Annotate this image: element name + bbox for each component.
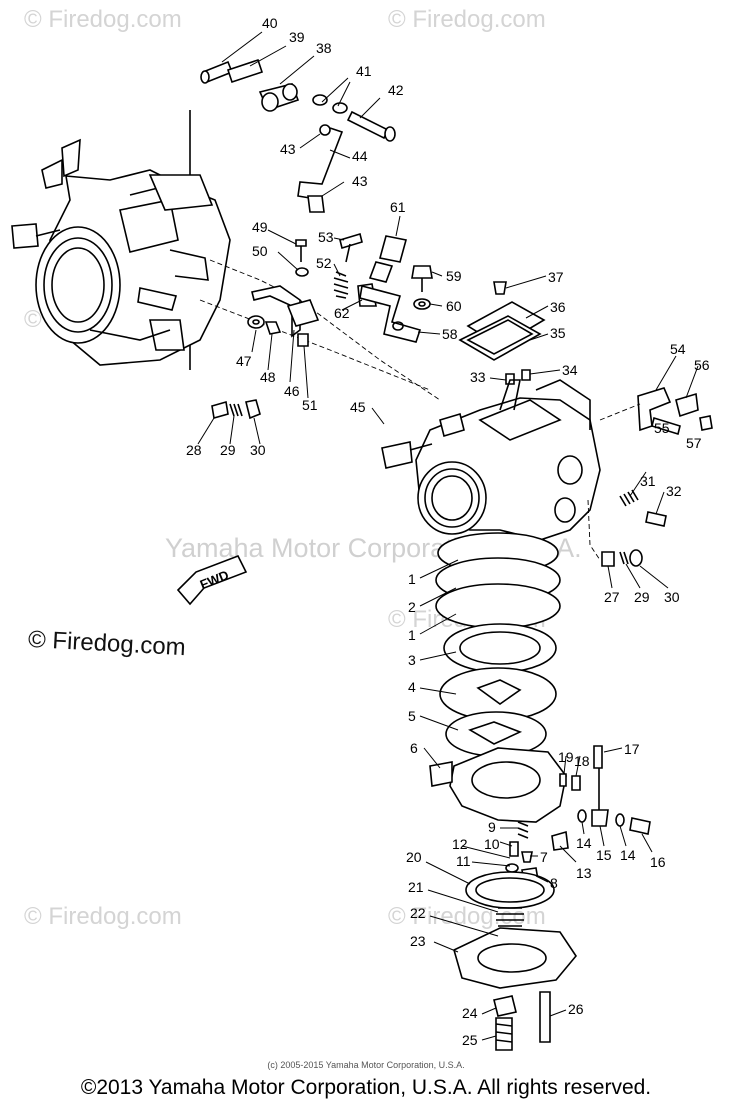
callout-33: 33 [470,369,486,385]
callout-2: 2 [408,599,416,615]
callout-25: 25 [462,1032,478,1048]
callout-labels: 40 39 38 41 42 43 44 43 49 50 53 52 61 5… [186,15,710,1048]
callout-31: 31 [640,473,656,489]
callout-32: 32 [666,483,682,499]
callout-35: 35 [550,325,566,341]
callout-11: 11 [456,853,471,869]
callout-44: 44 [352,148,368,164]
callout-58: 58 [442,326,458,342]
callout-8: 8 [550,875,558,891]
callout-23: 23 [410,933,426,949]
callout-56: 56 [694,357,710,373]
callout-24: 24 [462,1005,478,1021]
callout-10: 10 [484,836,500,852]
callout-60: 60 [446,298,462,314]
linkage-rod-assembly [200,58,396,213]
callout-30-right: 30 [664,589,680,605]
lower-diaphragm-cover [453,871,577,1051]
callout-46: 46 [284,383,300,399]
fine-print-copyright: (c) 2005-2015 Yamaha Motor Corporation, … [267,1060,465,1070]
callout-16: 16 [650,854,666,870]
callout-55: 55 [654,420,670,436]
callout-19: 19 [558,749,574,765]
callout-59: 59 [446,268,462,284]
callout-36: 36 [550,299,566,315]
callout-29-right: 29 [634,589,650,605]
callout-14-right: 14 [620,847,636,863]
callout-22: 22 [410,905,426,921]
callout-29-left: 29 [220,442,236,458]
callout-30-left: 30 [250,442,266,458]
carburetor-main-body [381,379,601,561]
callout-37: 37 [548,269,564,285]
callout-3: 3 [408,652,416,668]
fwd-arrow: FWD [176,554,248,606]
side-parts-right [599,387,713,567]
callout-38: 38 [316,40,332,56]
top-cover-parts [458,281,546,385]
callout-15: 15 [596,847,612,863]
callout-57: 57 [686,435,702,451]
callout-41: 41 [356,63,372,79]
callout-43-upper: 43 [280,141,296,157]
callout-52: 52 [316,255,332,271]
callout-53: 53 [318,229,334,245]
callout-17: 17 [624,741,640,757]
callout-18: 18 [574,753,590,769]
watermark-bottom-left: © Firedog.com [24,903,182,930]
callout-61: 61 [390,199,406,215]
callout-14-left: 14 [576,835,592,851]
callout-42: 42 [388,82,404,98]
watermark-top-right: © Firedog.com [388,6,546,33]
callout-6: 6 [410,740,418,756]
bracket-parts-left [211,239,320,420]
callout-43-lower: 43 [352,173,368,189]
callout-4: 4 [408,679,416,695]
callout-20: 20 [406,849,422,865]
callout-45: 45 [350,399,366,415]
callout-50: 50 [252,243,268,259]
callout-1-upper: 1 [408,571,416,587]
diaphragm-gasket-stack [435,532,561,757]
callout-9: 9 [488,819,496,835]
callout-39: 39 [289,29,305,45]
callout-1-lower: 1 [408,627,416,643]
callout-13: 13 [576,865,592,881]
callout-7: 7 [540,849,548,865]
callout-48: 48 [260,369,276,385]
callout-27: 27 [604,589,620,605]
callout-12: 12 [452,836,468,852]
callout-47: 47 [236,353,252,369]
footer-copyright: ©2013 Yamaha Motor Corporation, U.S.A. A… [80,1076,652,1099]
callout-28: 28 [186,442,202,458]
callout-51: 51 [302,397,318,413]
callout-21: 21 [408,879,424,895]
leader-lines [197,31,699,1041]
callout-26: 26 [568,1001,584,1017]
callout-40: 40 [262,15,278,31]
callout-62: 62 [334,305,350,321]
callout-34: 34 [562,362,578,378]
fuel-pump-body [429,745,651,883]
callout-54: 54 [670,341,686,357]
carburetor-assembled-left [11,110,441,401]
screws-and-fittings-middle [333,232,433,343]
callout-5: 5 [408,708,416,724]
callout-49: 49 [252,219,268,235]
watermark-top-left: © Firedog.com [24,6,182,33]
